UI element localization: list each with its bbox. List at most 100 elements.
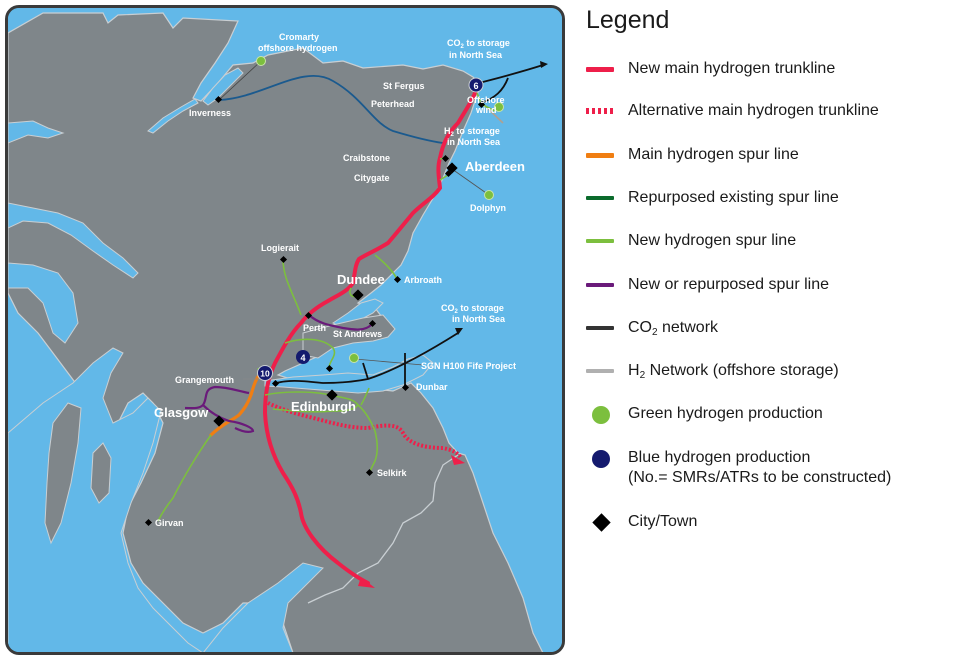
trunkline-arrow-south bbox=[358, 577, 375, 588]
label-arbroath: Arbroath bbox=[404, 275, 442, 285]
co2-network-forth bbox=[272, 332, 459, 387]
co2-arrow-north bbox=[540, 61, 548, 68]
label-perth: Perth bbox=[303, 323, 326, 333]
map-frame: 6 4 10 bbox=[5, 5, 565, 655]
solway-firth bbox=[203, 562, 324, 652]
marker-logierait bbox=[279, 255, 288, 264]
kintyre bbox=[44, 402, 82, 545]
green-circle-icon bbox=[586, 404, 616, 426]
green-spur-fife bbox=[284, 338, 336, 369]
marker-perth bbox=[304, 311, 313, 320]
marker-dundee bbox=[352, 289, 364, 301]
green-spur-logierait bbox=[282, 258, 302, 316]
red-line-icon bbox=[586, 59, 616, 81]
town-markers bbox=[144, 95, 486, 527]
dolphyn-connector bbox=[451, 168, 490, 196]
label-h2-north-1: H2 to storage bbox=[444, 126, 500, 138]
legend-item-main-spur: Main hydrogen spur line bbox=[586, 145, 799, 167]
purple-line-icon bbox=[586, 275, 616, 297]
label-grangemouth: Grangemouth bbox=[175, 375, 234, 385]
inverness-pipeline bbox=[218, 75, 444, 144]
purple-spur-glasgow bbox=[184, 385, 255, 433]
purple-spur-standrews bbox=[308, 314, 372, 331]
green-site-dolphyn bbox=[484, 190, 494, 200]
label-craibstone: Craibstone bbox=[343, 153, 390, 163]
light-green-line-icon bbox=[586, 231, 616, 253]
marker-selkirk bbox=[365, 468, 374, 477]
label-logierait: Logierait bbox=[261, 243, 299, 253]
legend-item-new-spur: New hydrogen spur line bbox=[586, 231, 796, 253]
blue-site-grangemouth: 10 bbox=[257, 365, 273, 381]
label-cromarty-2: offshore hydrogen bbox=[258, 43, 338, 53]
svg-text:4: 4 bbox=[300, 353, 305, 363]
marker-glasgow bbox=[213, 415, 225, 427]
svg-text:6: 6 bbox=[473, 81, 478, 91]
green-site-sgn-fife bbox=[349, 353, 359, 363]
label-h2-north-2: in North Sea bbox=[447, 137, 501, 147]
sgn-connector bbox=[354, 358, 424, 366]
arran-island bbox=[90, 442, 112, 504]
blue-site-st-fergus: 6 bbox=[468, 77, 484, 93]
co2-arrow-forth bbox=[455, 328, 463, 335]
legend-item-green-production: Green hydrogen production bbox=[586, 404, 823, 426]
co2-network-north bbox=[478, 64, 544, 104]
marker-dunbar bbox=[401, 383, 410, 392]
marker-grangemouth bbox=[271, 379, 280, 388]
label-glasgow: Glasgow bbox=[154, 405, 209, 420]
label-citygate: Citygate bbox=[354, 173, 390, 183]
green-spur-east bbox=[360, 387, 370, 406]
marker-citygate bbox=[444, 169, 453, 178]
cromarty-firth bbox=[202, 67, 244, 106]
trunkline-main bbox=[262, 91, 477, 585]
loch-ness bbox=[147, 98, 199, 134]
marker-craibstone bbox=[441, 154, 450, 163]
green-spur-selkirk bbox=[357, 404, 379, 474]
legend-item-new-trunkline: New main hydrogen trunkline bbox=[586, 59, 835, 81]
marker-fife-town bbox=[325, 364, 334, 373]
main-spur-orange bbox=[209, 373, 261, 437]
cromarty-connector bbox=[218, 60, 262, 101]
legend-item-repurposed-spur: Repurposed existing spur line bbox=[586, 188, 839, 210]
legend-item-city-town: City/Town bbox=[586, 512, 697, 534]
loch-linnhe bbox=[8, 262, 79, 344]
label-st-andrews: St Andrews bbox=[333, 329, 382, 339]
dark-green-line-icon bbox=[586, 188, 616, 210]
label-girvan: Girvan bbox=[155, 518, 184, 528]
marker-peterhead bbox=[477, 100, 486, 109]
label-inverness: Inverness bbox=[189, 108, 231, 118]
legend-item-alt-trunkline: Alternative main hydrogen trunkline bbox=[586, 101, 879, 123]
label-dolphyn: Dolphyn bbox=[470, 203, 506, 213]
firth-of-forth bbox=[264, 354, 434, 394]
green-spur-girvan bbox=[157, 434, 212, 522]
grey-line-icon bbox=[586, 361, 616, 383]
marker-edinburgh bbox=[326, 389, 338, 401]
green-site-cromarty bbox=[256, 56, 266, 66]
marker-arbroath bbox=[393, 275, 402, 284]
label-sgn-fife: SGN H100 Fife Project bbox=[421, 361, 516, 371]
green-spur-arbroath bbox=[374, 254, 398, 280]
green-site-offshore-wind bbox=[494, 102, 504, 112]
border-line bbox=[307, 454, 459, 604]
trunkline-alt-arrow bbox=[451, 455, 465, 465]
green-spur-peterhead bbox=[476, 92, 496, 112]
marker-st-andrews bbox=[368, 319, 377, 328]
legend-item-blue-production: Blue hydrogen production(No.= SMRs/ATRs … bbox=[586, 448, 891, 488]
label-co2-forth-2: in North Sea bbox=[452, 314, 506, 324]
label-offshore-wind-1: Offshore bbox=[467, 95, 505, 105]
marker-girvan bbox=[144, 518, 153, 527]
label-co2-forth-1: CO2 to storage bbox=[441, 303, 504, 315]
svg-text:10: 10 bbox=[260, 369, 270, 379]
label-dundee: Dundee bbox=[337, 272, 385, 287]
legend-title: Legend bbox=[586, 6, 670, 34]
legend-item-co2-network: CO2 network bbox=[586, 318, 718, 343]
west-loch-1 bbox=[8, 120, 65, 144]
label-aberdeen: Aberdeen bbox=[465, 159, 525, 174]
scotland-hydrogen-map: 6 4 10 bbox=[8, 8, 562, 652]
red-dashed-line-icon bbox=[586, 101, 616, 123]
green-spur-citygate bbox=[439, 174, 449, 181]
blue-site-fife: 4 bbox=[296, 350, 310, 364]
legend-panel: Legend New main hydrogen trunkline Alter… bbox=[578, 0, 976, 560]
label-peterhead: Peterhead bbox=[371, 99, 415, 109]
diamond-icon bbox=[586, 512, 616, 534]
legend-item-h2-network: H2 Network (offshore storage) bbox=[586, 361, 839, 386]
